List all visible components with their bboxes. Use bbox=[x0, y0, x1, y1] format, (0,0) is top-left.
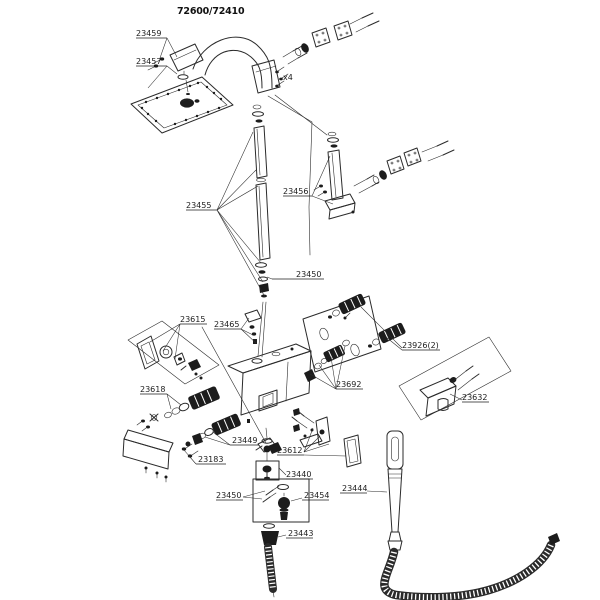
head-plate-rivets bbox=[140, 81, 223, 126]
label-23618: 23618 bbox=[140, 385, 182, 410]
part-label-23444: 23444 bbox=[342, 484, 367, 493]
part-label-23457: 23457 bbox=[136, 57, 161, 66]
handle-lever-parts bbox=[255, 437, 282, 454]
quantity-note-x4: x4 bbox=[283, 73, 293, 82]
label-23612: 23612 bbox=[277, 427, 347, 457]
label-23465: 23465 bbox=[214, 317, 257, 344]
shower-arm bbox=[147, 36, 289, 95]
cartridge-23449 bbox=[185, 413, 241, 447]
diagram-title: 72600/72410 bbox=[177, 6, 245, 17]
label-23459: 23459 bbox=[136, 29, 178, 59]
part-label-23454: 23454 bbox=[304, 491, 329, 500]
label-23450-pipe: 23450 bbox=[266, 270, 324, 280]
part-label-23443: 23443 bbox=[288, 529, 313, 538]
label-23615: 23615 bbox=[149, 315, 207, 360]
part-label-23459: 23459 bbox=[136, 29, 161, 38]
handle-assembly-box bbox=[127, 320, 220, 385]
label-23457: 23457 bbox=[136, 57, 178, 89]
cartridge-23692 bbox=[304, 339, 350, 382]
label-23926: 23926(2) bbox=[360, 306, 440, 351]
part-label-23612: 23612 bbox=[277, 446, 302, 455]
hand-shower-23444 bbox=[380, 430, 560, 600]
part-label-23632: 23632 bbox=[462, 393, 487, 402]
label-23450-checkvalve: 23450 bbox=[216, 490, 266, 501]
label-23692: 23692 bbox=[309, 345, 363, 390]
labels-layer: 72600/72410 23459 23457 x4 23455 23456 bbox=[136, 6, 489, 539]
cartridge-23618 bbox=[136, 386, 220, 432]
part-label-23449: 23449 bbox=[232, 436, 257, 445]
trim-plate-23183 bbox=[122, 429, 199, 483]
shower-head-plate bbox=[130, 76, 234, 134]
guide-lines bbox=[201, 94, 328, 444]
part-label-23615: 23615 bbox=[180, 315, 205, 324]
label-23456: 23456 bbox=[283, 155, 334, 205]
part-label-23183: 23183 bbox=[198, 455, 223, 464]
adapters-23926 bbox=[328, 293, 406, 348]
hose-connector-23443 bbox=[261, 523, 279, 598]
part-label-23692: 23692 bbox=[336, 380, 361, 389]
label-23443: 23443 bbox=[277, 529, 313, 539]
diverter-bracket-23612 bbox=[291, 411, 362, 468]
part-label-23456: 23456 bbox=[283, 187, 308, 196]
check-valve-box bbox=[252, 478, 310, 523]
part-label-23440: 23440 bbox=[286, 470, 311, 479]
connector-23440 bbox=[255, 427, 280, 481]
screw-set-23465 bbox=[244, 309, 262, 344]
bracket-box-23632 bbox=[398, 336, 512, 421]
part-label-23450a: 23450 bbox=[296, 270, 321, 279]
part-label-23465: 23465 bbox=[214, 320, 239, 329]
label-23444: 23444 bbox=[340, 484, 388, 494]
part-label-23455: 23455 bbox=[186, 201, 211, 210]
label-23449: 23449 bbox=[204, 431, 259, 446]
part-label-23618: 23618 bbox=[140, 385, 165, 394]
part-label-23450b: 23450 bbox=[216, 491, 241, 500]
support-pipe bbox=[313, 131, 356, 220]
label-23454: 23454 bbox=[290, 491, 329, 502]
part-label-23926: 23926(2) bbox=[402, 341, 439, 350]
wall-plates-right bbox=[353, 140, 455, 194]
label-23183: 23183 bbox=[183, 449, 226, 465]
label-23440: 23440 bbox=[278, 467, 313, 480]
label-23632: 23632 bbox=[449, 393, 489, 403]
label-23455: 23455 bbox=[186, 131, 266, 298]
supply-pipes bbox=[252, 104, 271, 358]
wall-plates-top bbox=[282, 12, 380, 65]
valve-body bbox=[227, 343, 312, 432]
